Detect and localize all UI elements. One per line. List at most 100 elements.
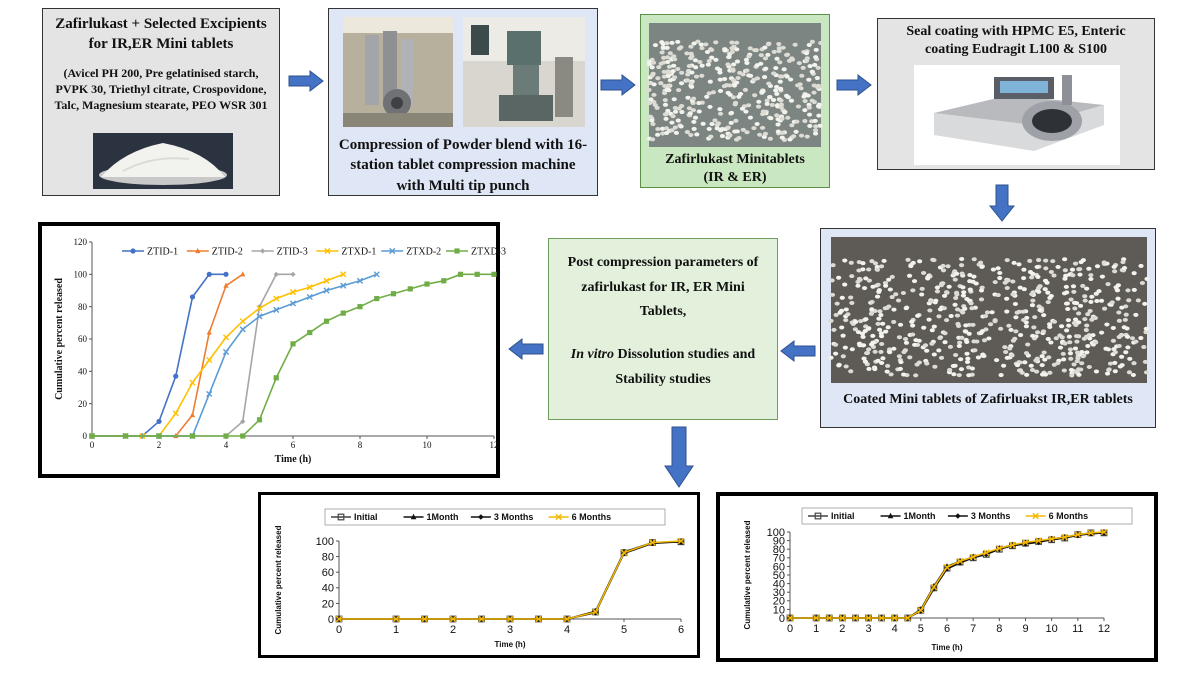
tablet-dot — [1048, 340, 1054, 345]
tablet-dot — [1032, 315, 1038, 320]
y-axis-label: Cumulative percent released — [743, 520, 752, 629]
tablet-dot — [709, 121, 715, 126]
arrow-right-3 — [836, 73, 872, 97]
legend-label: ZTXD-3 — [471, 247, 506, 258]
tablet-dot — [952, 277, 958, 282]
tablet-dot — [725, 125, 731, 130]
tablet-dot — [652, 43, 659, 48]
tablet-dot — [849, 347, 855, 352]
tablet-dot — [1123, 350, 1129, 355]
data-point — [677, 537, 685, 545]
data-point — [189, 379, 196, 386]
tablet-dot — [845, 312, 851, 317]
tablet-dot — [951, 372, 957, 377]
data-point — [410, 513, 417, 520]
tablet-dot — [666, 83, 672, 88]
tablet-dot — [744, 130, 750, 135]
x-tick-label: 6 — [678, 624, 684, 636]
tablet-dot — [693, 65, 699, 70]
tablet-dot — [647, 101, 653, 106]
tablet-dot — [1061, 357, 1067, 362]
tablet-dot — [795, 104, 802, 109]
legend-label: ZTID-1 — [147, 247, 178, 258]
tablet-dot — [672, 57, 678, 62]
tablet-dot — [833, 351, 839, 356]
tablet-dot — [887, 287, 893, 292]
y-tick-label: 80 — [773, 544, 785, 556]
step3-caption: Zafirlukast Minitablets (IR & ER) — [665, 152, 805, 186]
legend-item: Initial — [331, 512, 378, 522]
tablet-dot — [960, 285, 966, 290]
tablet-dot — [757, 132, 763, 137]
tablet-dot — [1098, 330, 1105, 335]
tablet-dot — [802, 99, 808, 104]
tablet-dot — [693, 74, 700, 79]
tablet-dot — [937, 307, 944, 312]
tablet-dot — [1020, 309, 1026, 314]
tablet-dot — [992, 280, 998, 285]
tablet-dot — [849, 300, 855, 305]
data-point — [273, 306, 280, 313]
tablet-dot — [1004, 309, 1010, 314]
tablet-dot — [761, 75, 768, 80]
tablet-dot — [689, 70, 695, 75]
data-point — [130, 248, 136, 254]
legend-label: 1Month — [904, 511, 936, 521]
tablet-dot — [836, 363, 842, 368]
data-point — [189, 433, 196, 439]
data-point — [786, 614, 794, 622]
tablet-dot — [815, 85, 821, 90]
tablet-dot — [751, 126, 757, 131]
tablet-dot — [997, 276, 1003, 281]
tablet-dot — [1031, 325, 1037, 330]
tablet-dot — [860, 343, 867, 348]
tablet-dot — [1011, 260, 1017, 265]
tablet-dot — [1035, 274, 1041, 279]
tablet-dot — [1060, 351, 1066, 356]
x-tick-label: 2 — [450, 624, 456, 636]
tablet-dot — [761, 110, 767, 115]
data-point — [620, 549, 628, 556]
data-point — [904, 614, 912, 622]
tablet-dot — [652, 102, 658, 107]
tablet-dot — [1050, 259, 1056, 264]
tablet-dot — [866, 366, 872, 371]
tablet-dot — [765, 42, 772, 47]
coating-pan-image — [914, 65, 1120, 165]
data-point — [173, 373, 179, 379]
tablet-dot — [1080, 354, 1086, 359]
tablet-dot — [671, 97, 677, 102]
tablet-dot — [661, 55, 667, 60]
tablet-dot — [678, 103, 685, 108]
data-point — [357, 304, 363, 310]
tablet-dot — [735, 76, 741, 81]
data-point — [814, 512, 822, 520]
tablet-dot — [659, 126, 666, 131]
tablet-dot — [959, 335, 965, 340]
tablet-dot — [1125, 345, 1131, 350]
tablet-dot — [688, 84, 695, 89]
tablet-dot — [848, 295, 854, 300]
tablet-dot — [927, 308, 933, 313]
arrow-right-2 — [600, 73, 636, 97]
tablet-dot — [777, 79, 783, 84]
tablet-dot — [966, 373, 972, 378]
series-6-months — [335, 537, 685, 623]
tablet-dot — [856, 268, 862, 273]
tablet-dot — [1087, 308, 1093, 313]
tablet-dot — [658, 61, 664, 66]
tablet-dot — [931, 258, 937, 263]
tablet-dot — [911, 279, 918, 284]
tablet-dot — [912, 342, 918, 347]
x-tick-label: 10 — [423, 440, 433, 450]
tablet-dot — [1021, 287, 1027, 292]
tablet-dot — [672, 109, 679, 114]
tablet-dot — [1071, 362, 1077, 367]
y-tick-label: 0 — [328, 614, 334, 626]
step2-caption: Compression of Powder blend with 16-stat… — [338, 137, 588, 194]
tablet-dot — [755, 104, 762, 109]
tablet-dot — [713, 57, 719, 62]
y-tick-label: 30 — [773, 587, 785, 599]
tablet-dot — [997, 270, 1003, 275]
x-tick-label: 0 — [90, 440, 95, 450]
